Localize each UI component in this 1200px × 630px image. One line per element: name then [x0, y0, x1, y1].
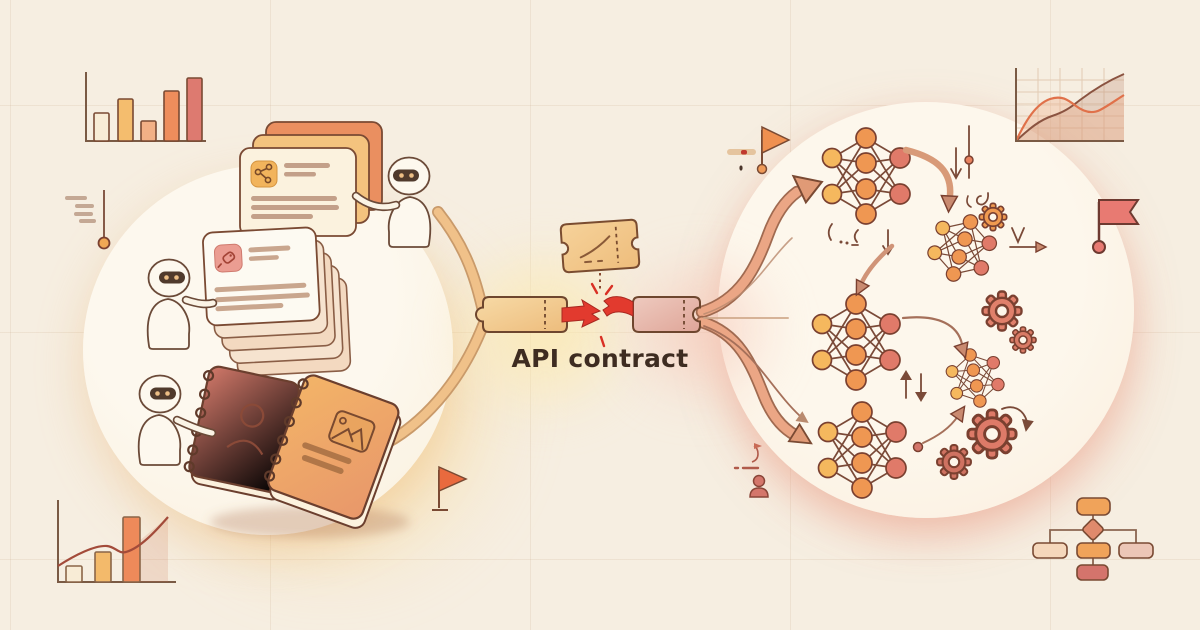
gear-icon	[978, 202, 1008, 232]
robot	[137, 374, 217, 466]
gear-icon	[1009, 326, 1037, 354]
pennant-flag-icon	[756, 125, 791, 175]
small-neural-network-icon	[941, 342, 1009, 414]
spark-marks	[590, 282, 614, 348]
bar-chart-icon	[85, 72, 206, 142]
line-chart-icon	[1015, 68, 1125, 142]
list-pin-icon	[65, 190, 111, 250]
right-branching-curves	[695, 174, 824, 445]
notebook-media-icon	[263, 374, 402, 529]
flowchart-icon	[1032, 497, 1154, 581]
progress-pill-icon	[727, 149, 756, 171]
tag-doodle-icon	[217, 251, 236, 269]
ticket-half-right-icon	[632, 296, 701, 333]
ticket-half-left-icon	[475, 296, 568, 333]
red-flag-icon	[1092, 199, 1140, 254]
share-network-icon	[254, 163, 273, 184]
curved-arrows	[855, 146, 969, 453]
robot	[351, 156, 432, 248]
robot	[146, 258, 218, 350]
card-stack-tag-badge	[202, 226, 352, 377]
neural-network-icon	[821, 127, 911, 225]
api-contract-label: API contract	[511, 344, 689, 373]
person-icon	[733, 443, 769, 498]
gear-icon	[981, 290, 1023, 332]
gear-icon	[936, 444, 972, 480]
spare-ticket-icon	[559, 218, 641, 274]
neural-network-icon	[817, 401, 907, 499]
card-stack-share-badge	[239, 121, 383, 237]
broken-red-arrows-icon	[561, 282, 634, 348]
combo-chart-icon	[57, 500, 176, 583]
person-glyph	[226, 403, 265, 456]
orange-flag-icon	[432, 465, 468, 511]
photo-glyph	[328, 410, 376, 453]
neural-network-icon	[811, 293, 901, 391]
gear-icon	[966, 408, 1018, 460]
